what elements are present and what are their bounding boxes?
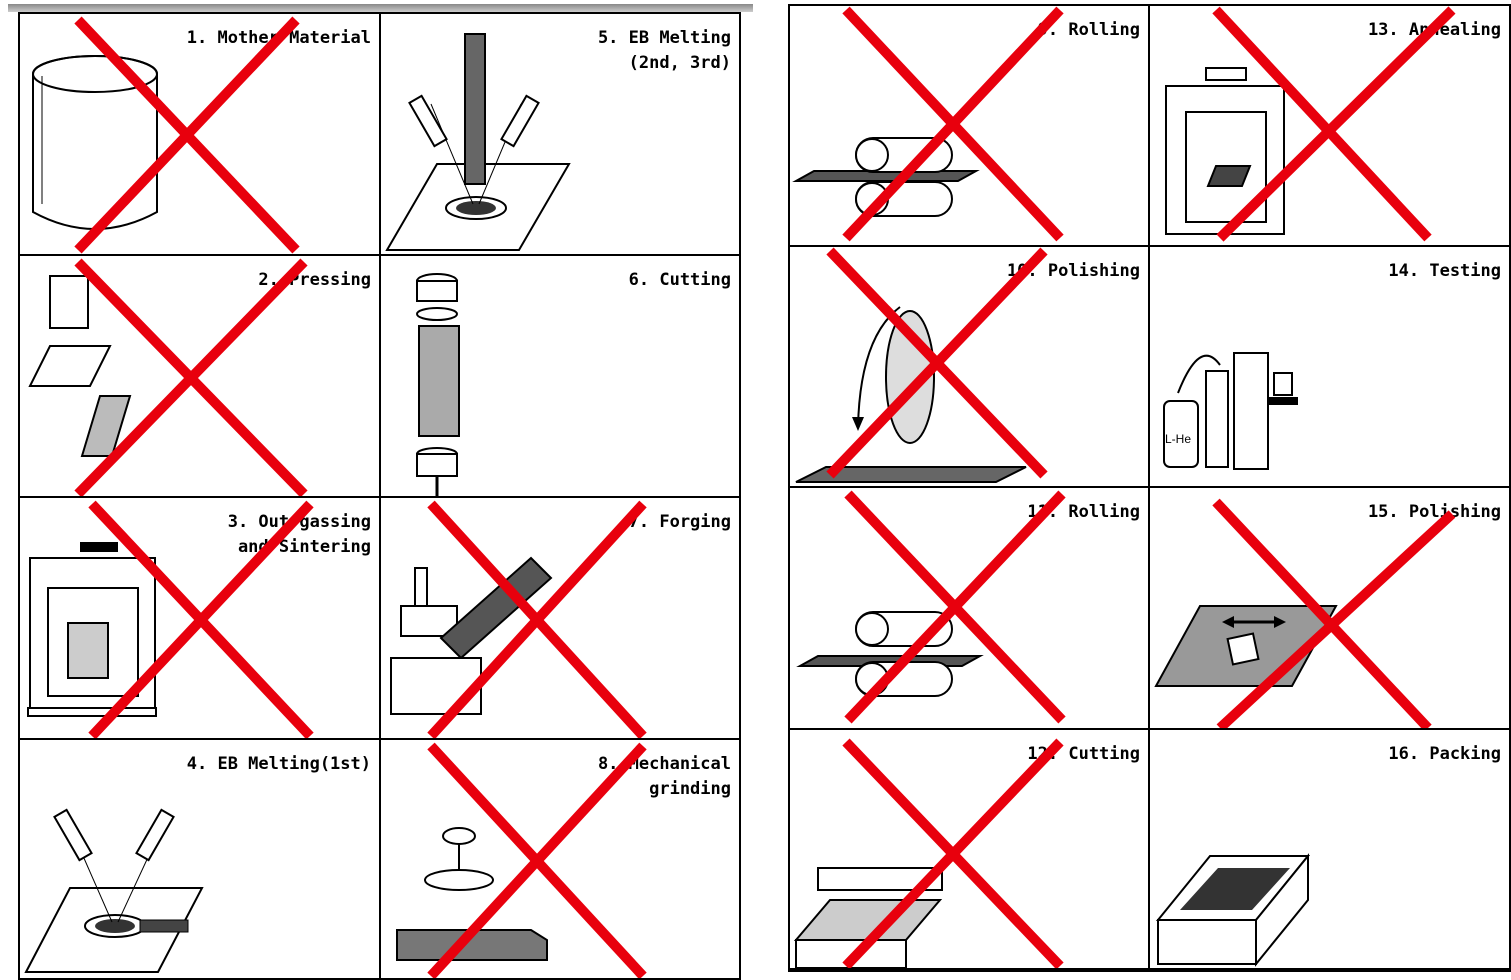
step-12-cutting: 12. Cutting xyxy=(790,730,1150,970)
step-label: 6. Cutting xyxy=(629,268,731,293)
step-label: 3. Out gassing and Sintering xyxy=(228,510,371,560)
step-label: 9. Rolling xyxy=(1038,18,1140,43)
step-label: 1. Mother Material xyxy=(187,26,371,51)
step-2-pressing: 2. Pressing xyxy=(20,256,381,498)
step-label: 11. Rolling xyxy=(1027,500,1140,525)
step-label: 8. Mechanical grinding xyxy=(598,752,731,802)
step-label: 16. Packing xyxy=(1388,742,1501,767)
step-14-testing: L-He 14. Testing xyxy=(1150,247,1511,488)
step-label: 12. Cutting xyxy=(1027,742,1140,767)
step-7-forging: 7. Forging xyxy=(381,498,741,740)
step-11-rolling: 11. Rolling xyxy=(790,488,1150,730)
step-6-cutting: 6. Cutting xyxy=(381,256,741,498)
step-label: 14. Testing xyxy=(1388,259,1501,284)
title-bar xyxy=(8,4,753,12)
step-3-out-gassing-sintering: 3. Out gassing and Sintering xyxy=(20,498,381,740)
step-9-rolling: 9. Rolling xyxy=(790,6,1150,247)
step-label: 13. Annealing xyxy=(1368,18,1501,43)
step-label: 5. EB Melting (2nd, 3rd) xyxy=(598,26,731,76)
step-label: 10. Polishing xyxy=(1007,259,1140,284)
step-1-mother-material: 1. Mother Material xyxy=(20,14,381,256)
left-panel: 1. Mother Material 5. EB Melting (2nd, 3… xyxy=(18,12,741,980)
step-label: 4. EB Melting(1st) xyxy=(187,752,371,777)
step-10-polishing: 10. Polishing xyxy=(790,247,1150,488)
step-4-eb-melting-1st: 4. EB Melting(1st) xyxy=(20,740,381,980)
step-label: 15. Polishing xyxy=(1368,500,1501,525)
step-label: 7. Forging xyxy=(629,510,731,535)
lhe-label: L-He xyxy=(1165,432,1191,446)
right-panel: 9. Rolling 13. Annealing 10. Polishing L… xyxy=(788,4,1511,972)
step-5-eb-melting-2nd-3rd: 5. EB Melting (2nd, 3rd) xyxy=(381,14,741,256)
step-13-annealing: 13. Annealing xyxy=(1150,6,1511,247)
step-label: 2. Pressing xyxy=(258,268,371,293)
step-8-mechanical-grinding: 8. Mechanical grinding xyxy=(381,740,741,980)
step-16-packing: 16. Packing xyxy=(1150,730,1511,970)
step-15-polishing: 15. Polishing xyxy=(1150,488,1511,730)
